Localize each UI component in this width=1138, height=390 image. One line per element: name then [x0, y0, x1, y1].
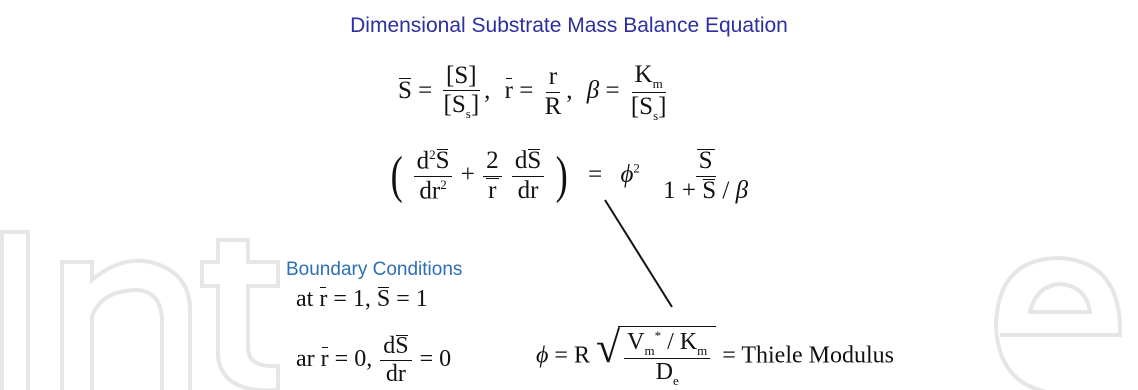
thiele-modulus-label: = Thiele Modulus	[722, 342, 894, 369]
boundary-conditions-title: Boundary Conditions	[286, 259, 463, 280]
s-numerator: [S]	[443, 62, 480, 92]
s-bar-symbol: S	[398, 76, 412, 104]
boundary-condition-1: at r = 1, S = 1	[296, 286, 428, 312]
two-over-r: 2 r	[483, 148, 502, 204]
reaction-term: S 1 + S / β	[663, 147, 749, 204]
r-fraction: r R	[544, 63, 562, 120]
beta-fraction: Km [Ss]	[630, 61, 667, 123]
equals-sign: =	[418, 76, 433, 104]
s-denominator: [Ss]	[443, 91, 480, 122]
first-derivative: dS dr	[511, 148, 545, 204]
mass-balance-ode: ( d2S dr2 + 2 r dS dr ) = ϕ2 S 1 + S / β	[388, 148, 753, 204]
dimensionless-definitions: S = [S] [Ss] , r = r R , β = Km [Ss]	[398, 61, 671, 123]
boundary-condition-2: ar r = 0, dS dr = 0	[296, 333, 452, 388]
comma: ,	[484, 76, 491, 104]
connector-line	[604, 199, 673, 308]
s-fraction: [S] [Ss]	[441, 62, 483, 122]
beta-symbol: β	[586, 76, 600, 104]
equals-sign: =	[519, 76, 534, 104]
thiele-modulus-equation: ϕ = R √ Vm* / Km De = Thiele Modulus	[536, 323, 894, 389]
phi-symbol: ϕ	[620, 160, 634, 188]
r-bar-symbol: r	[504, 76, 513, 104]
second-derivative: d2S dr2	[413, 148, 453, 204]
page-title: Dimensional Substrate Mass Balance Equat…	[350, 14, 788, 37]
